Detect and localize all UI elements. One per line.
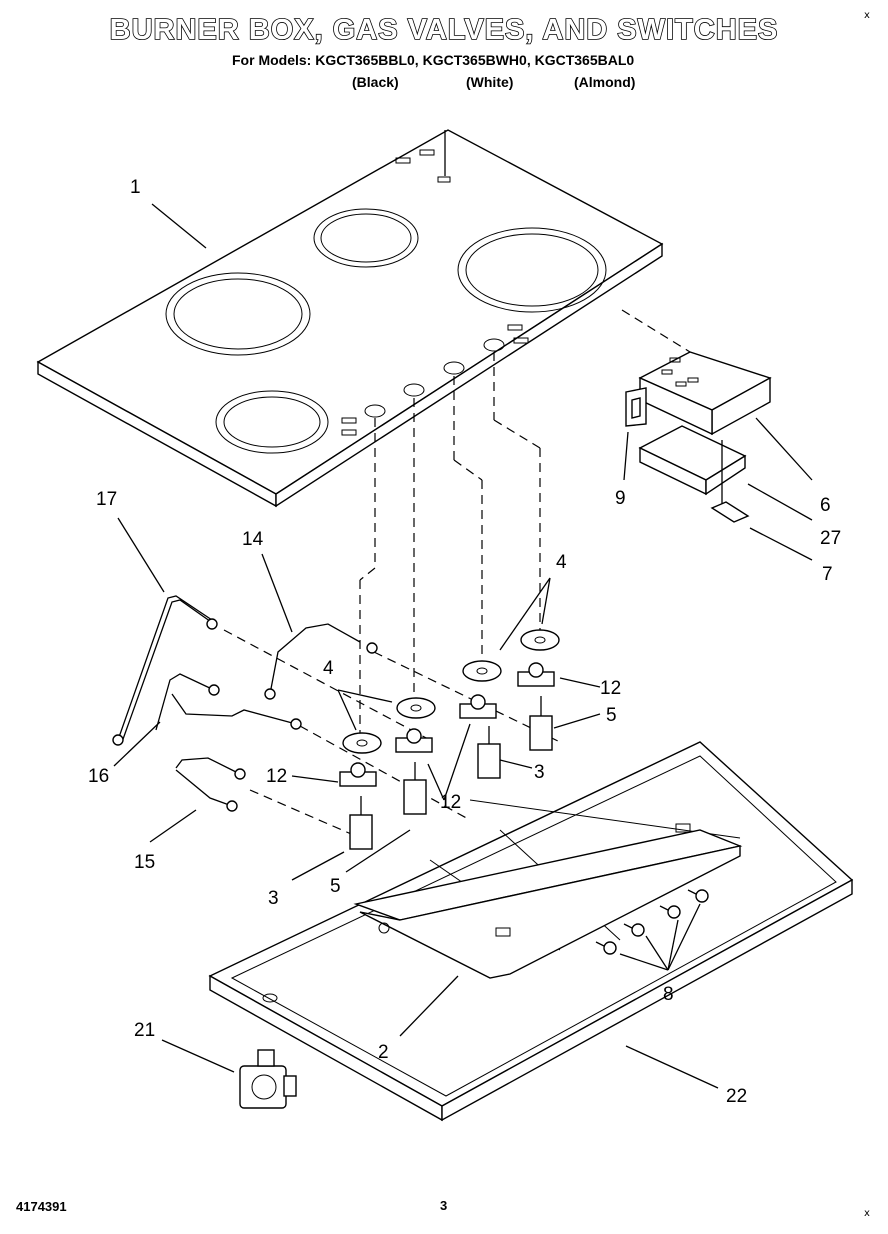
color-white: (White) [466, 74, 514, 90]
callout-15: 15 [134, 852, 155, 873]
color-almond: (Almond) [574, 74, 636, 90]
callout-9: 9 [615, 488, 626, 509]
callout-3-left: 3 [268, 888, 279, 909]
callout-1: 1 [130, 177, 141, 198]
callout-7: 7 [822, 564, 833, 585]
cooktop-panel [36, 129, 664, 508]
callout-21: 21 [134, 1020, 155, 1041]
callout-8: 8 [663, 984, 674, 1005]
page-number: 3 [440, 1198, 448, 1213]
gas-regulator [239, 1049, 297, 1109]
switch-module [638, 351, 772, 436]
corner-mark-bottom: x [864, 1208, 870, 1219]
callout-6: 6 [820, 495, 831, 516]
page-title: BURNER BOX, GAS VALVES, AND SWITCHES [109, 13, 779, 47]
callout-2: 2 [378, 1042, 389, 1063]
screws [595, 889, 709, 955]
callout-12-middle: 12 [440, 792, 461, 813]
callout-labels: 1 2 3 3 4 4 5 5 6 7 8 9 12 12 12 14 15 1… [88, 177, 841, 1107]
callout-4-left: 4 [323, 658, 334, 679]
callout-27: 27 [820, 528, 841, 549]
callout-14: 14 [242, 529, 264, 550]
callout-16: 16 [88, 766, 109, 787]
callout-3-right: 3 [534, 762, 545, 783]
gas-valves [349, 696, 553, 850]
bracket-clip [625, 387, 647, 427]
routing-lines [223, 309, 691, 841]
spring-clip [710, 501, 750, 523]
callout-5-left: 5 [330, 876, 341, 897]
burner-bracket [353, 823, 743, 979]
gas-tubes [112, 595, 378, 812]
ignition-switches [339, 662, 555, 787]
callout-5-right: 5 [606, 705, 617, 726]
washers [342, 629, 560, 754]
part-number: 4174391 [16, 1199, 67, 1214]
callout-17: 17 [96, 489, 117, 510]
leader-lines [113, 203, 813, 1089]
models-line: For Models: KGCT365BBL0, KGCT365BWH0, KG… [232, 52, 635, 68]
switch-housing [638, 425, 747, 510]
corner-mark-top: x [864, 10, 870, 21]
color-black: (Black) [352, 74, 399, 90]
callout-22: 22 [726, 1086, 747, 1107]
callout-12-left: 12 [266, 766, 287, 787]
callout-4-right: 4 [556, 552, 567, 573]
callout-12-right: 12 [600, 678, 621, 699]
